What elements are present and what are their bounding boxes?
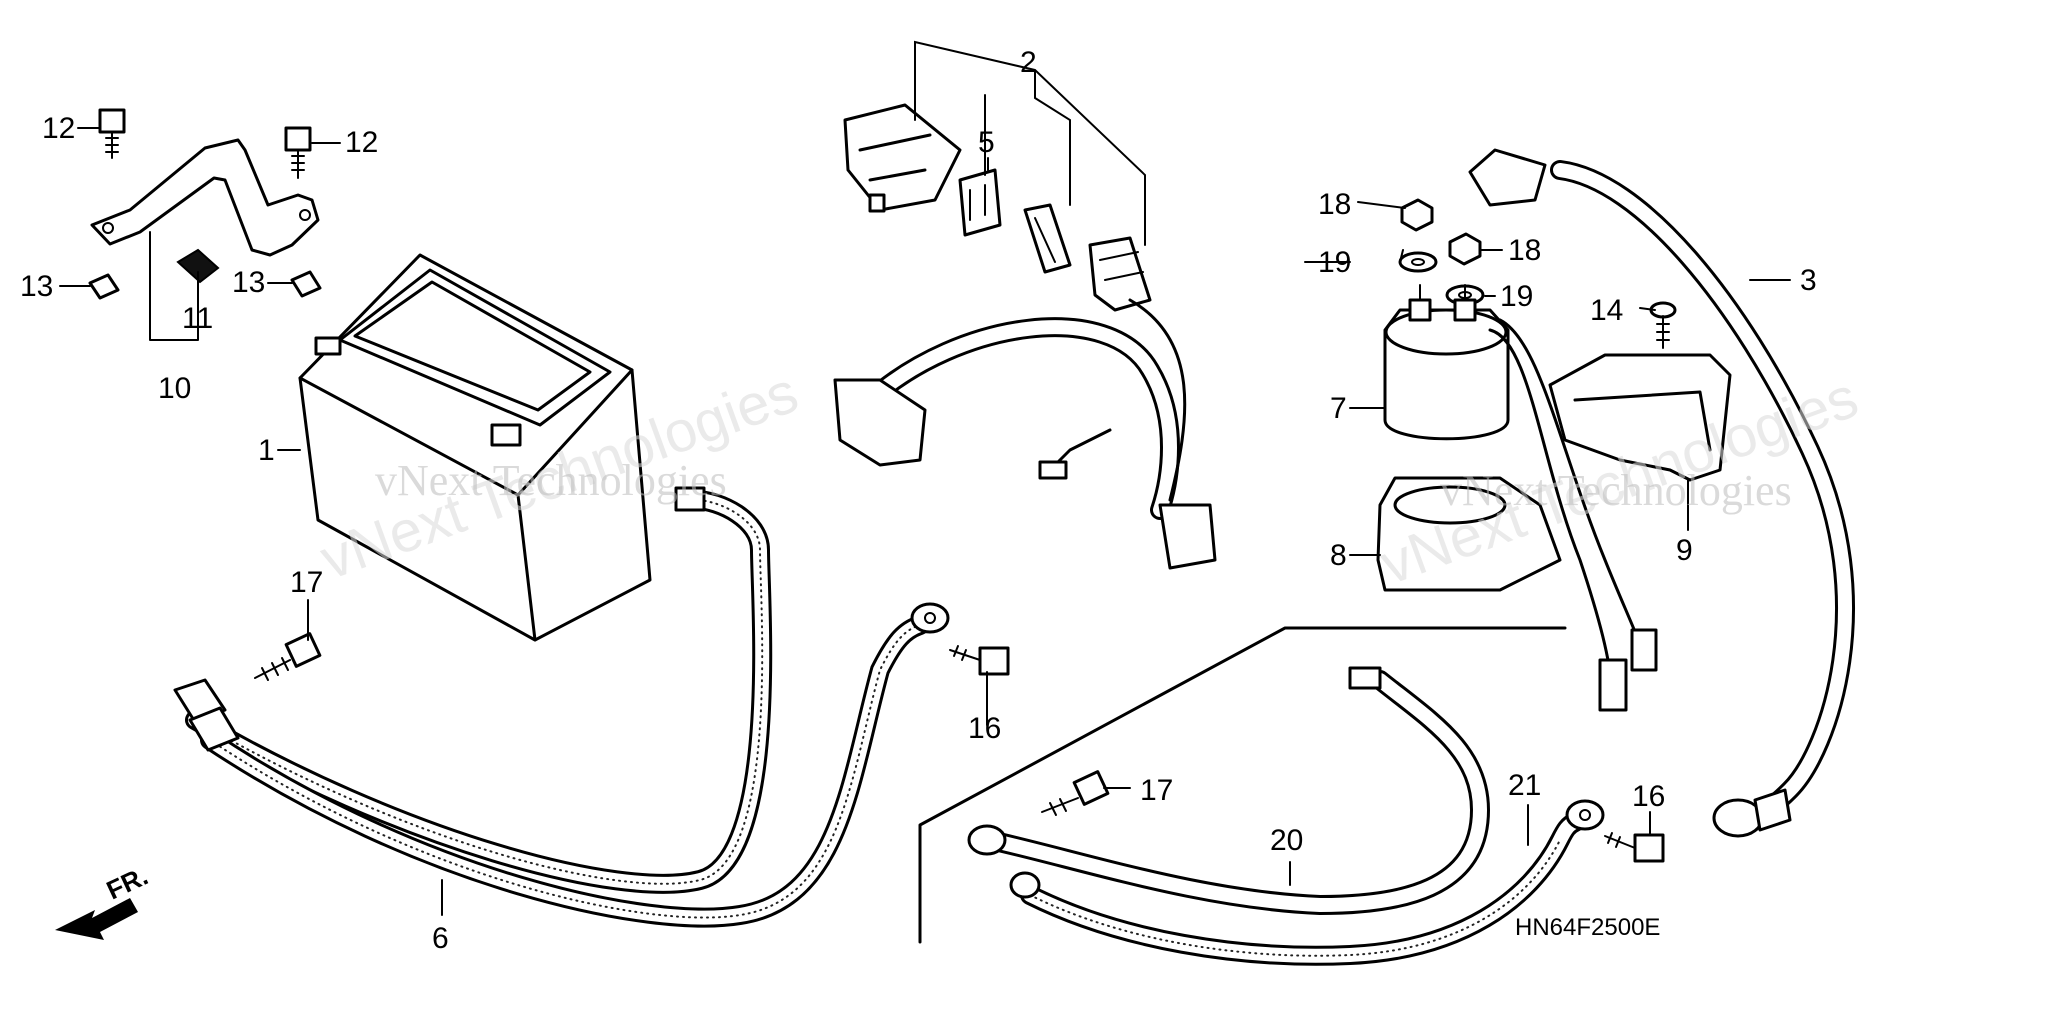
fuse-holder [1088, 236, 1152, 312]
callout-17-left: 17 [290, 566, 323, 599]
nut-18-left [1400, 198, 1434, 232]
callout-19-right: 19 [1500, 280, 1533, 313]
callout-21: 21 [1508, 769, 1541, 802]
battery-cable-negative [185, 486, 773, 894]
callout-13-right: 13 [232, 266, 265, 299]
bolt-17-right [1041, 770, 1110, 816]
callout-2: 2 [1020, 46, 1037, 79]
callout-16-right: 16 [1632, 780, 1665, 813]
callout-17-right: 17 [1140, 774, 1173, 807]
callout-18-left: 18 [1318, 188, 1351, 221]
callout-5: 5 [978, 126, 995, 159]
leader-lines [59, 40, 1791, 916]
callout-6: 6 [432, 922, 449, 955]
callout-16-left: 16 [968, 712, 1001, 745]
callout-19-left: 19 [1318, 246, 1351, 279]
rubber-pad [176, 248, 220, 284]
starter-motor-cable [1468, 148, 1855, 838]
cable-end-caps [173, 678, 240, 752]
callout-18-right: 18 [1508, 234, 1541, 267]
fuse-harness [833, 298, 1217, 570]
bolt-left [98, 108, 126, 159]
bolt-17-left [254, 632, 322, 681]
callout-13-left: 13 [20, 270, 53, 303]
battery-cable-positive [200, 602, 950, 928]
callout-3: 3 [1800, 264, 1817, 297]
front-direction-arrow: FR. [55, 861, 153, 940]
diagram-code: HN64F2500E [1515, 914, 1660, 941]
callout-12-right: 12 [345, 126, 378, 159]
front-label: FR. [102, 861, 153, 906]
fuse-cover [843, 103, 962, 213]
cable-21 [1009, 799, 1605, 966]
cable-20 [967, 666, 1491, 916]
callout-8: 8 [1330, 539, 1347, 572]
bolt-right [284, 126, 312, 179]
bolt-16-right [1604, 832, 1665, 863]
callout-20: 20 [1270, 824, 1303, 857]
washer-19-left [1398, 251, 1438, 273]
callout-1: 1 [258, 434, 275, 467]
sub-panel-border [918, 626, 1567, 944]
clip-nut-right [290, 270, 322, 298]
callout-9: 9 [1676, 534, 1693, 567]
callout-12-left: 12 [42, 112, 75, 145]
svg-text:vNext Technologies: vNext Technologies [375, 456, 727, 505]
starter-relay [1383, 284, 1658, 712]
callout-7: 7 [1330, 392, 1347, 425]
battery-bracket [90, 138, 320, 257]
svg-text:vNext Technologies: vNext Technologies [1440, 466, 1792, 515]
bolt-16-left [949, 645, 1010, 676]
clip-nut-left [88, 273, 120, 300]
relay-rubber-boot [1376, 476, 1562, 592]
fuse-grommet [1023, 203, 1072, 274]
battery [298, 253, 652, 642]
nut-18-right [1448, 232, 1482, 266]
relay-cover [1548, 353, 1732, 482]
callout-10: 10 [158, 372, 191, 405]
callout-11: 11 [182, 302, 213, 335]
fuse [958, 168, 1002, 237]
callout-14: 14 [1590, 294, 1623, 327]
